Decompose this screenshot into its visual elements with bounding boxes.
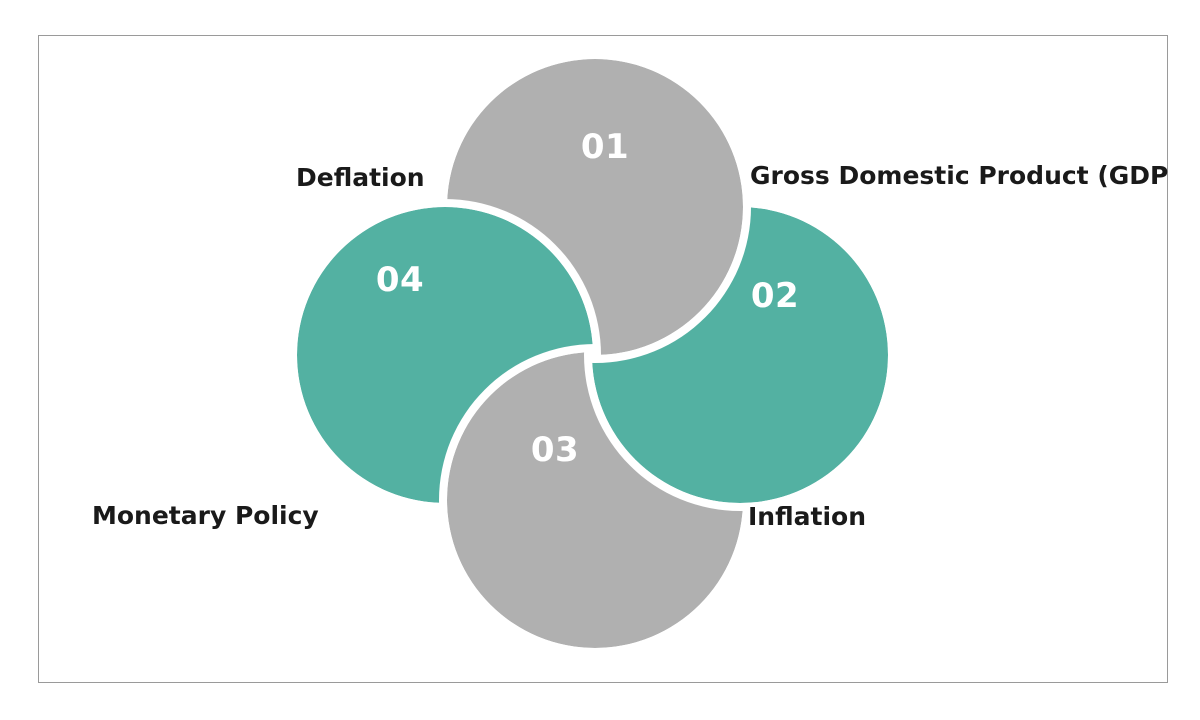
petal-label-deflation: Deflation [296, 163, 425, 192]
petal-number-03: 03 [530, 430, 580, 470]
petal-label-gdp: Gross Domestic Product (GDP [750, 161, 1169, 190]
petal-label-monetary-policy: Monetary Policy [92, 501, 319, 530]
petal-label-inflation: Inflation [748, 502, 866, 531]
petal-number-01: 01 [580, 127, 630, 167]
petal-number-04: 04 [375, 260, 425, 300]
petal-circle-02 [592, 207, 888, 503]
petal-number-02: 02 [750, 276, 800, 316]
